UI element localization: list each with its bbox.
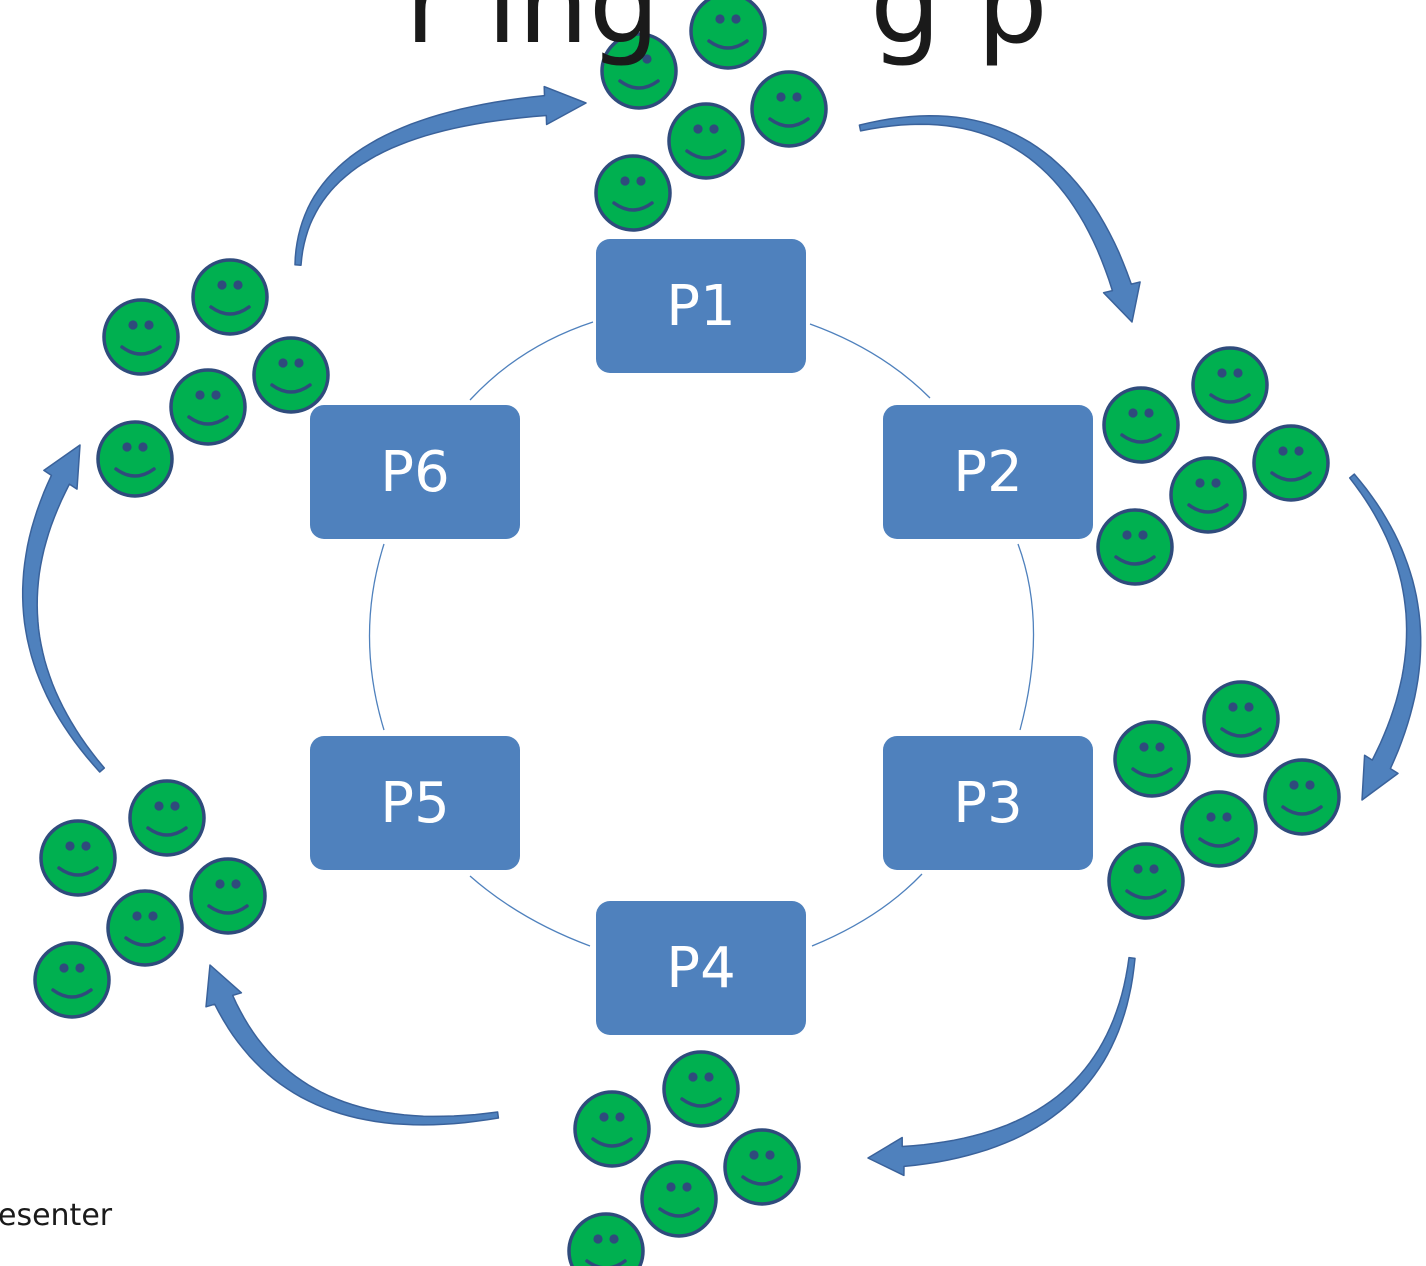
ring-segment	[469, 321, 594, 401]
smiley-face-icon	[1263, 758, 1341, 836]
smiley-face-icon	[1169, 456, 1247, 534]
smiley-face-icon	[1113, 720, 1191, 798]
group-upper-left	[96, 258, 330, 498]
smiley-face-icon	[128, 779, 206, 857]
rotation-arrow	[867, 956, 1136, 1177]
rotation-arrow	[858, 115, 1141, 323]
rotation-arrow	[205, 964, 500, 1126]
smiley-face-icon	[1191, 346, 1269, 424]
group-upper-right	[1096, 346, 1330, 586]
ring-segment	[809, 323, 931, 399]
smiley-face-icon	[33, 941, 111, 1019]
group-lower-right	[1107, 680, 1341, 920]
presenter-box-p5: P5	[310, 736, 520, 870]
rotation-arrow	[1348, 473, 1422, 801]
connection-ring	[368, 321, 1035, 947]
smiley-face-icon	[1180, 790, 1258, 868]
group-bottom	[567, 1050, 801, 1266]
presenter-box-p2: P2	[883, 405, 1093, 539]
ring-segment	[368, 543, 385, 731]
group-lower-left	[33, 779, 267, 1019]
smiley-face-icon	[689, 0, 767, 70]
rotation-arrow	[21, 444, 106, 773]
presenter-box-p6: P6	[310, 405, 520, 539]
title-fragment-left: r ing	[405, 0, 660, 69]
smiley-face-icon	[102, 298, 180, 376]
smiley-face-icon	[573, 1090, 651, 1168]
footnote-text: esenter	[0, 1198, 113, 1233]
presenter-label-p6: P6	[380, 439, 450, 505]
smiley-face-icon	[600, 32, 678, 110]
smiley-face-icon	[169, 368, 247, 446]
smiley-face-icon	[191, 258, 269, 336]
title-fragment-right: g p	[870, 0, 1048, 69]
smiley-face-icon	[1107, 842, 1185, 920]
presenter-box-p1: P1	[596, 239, 806, 373]
presenter-label-p1: P1	[666, 273, 736, 339]
smiley-face-icon	[1096, 508, 1174, 586]
smiley-face-icon	[667, 102, 745, 180]
smiley-face-icon	[252, 336, 330, 414]
presenter-label-p3: P3	[953, 770, 1023, 836]
smiley-face-icon	[1202, 680, 1280, 758]
ring-segment	[811, 873, 923, 947]
presenter-label-p4: P4	[666, 935, 736, 1001]
smiley-face-icon	[640, 1160, 718, 1238]
presenter-box-p4: P4	[596, 901, 806, 1035]
smiley-face-icon	[189, 857, 267, 935]
smiley-face-icon	[1102, 386, 1180, 464]
group-top	[594, 0, 828, 232]
rotation-arrows	[21, 85, 1422, 1177]
smiley-face-icon	[723, 1128, 801, 1206]
smiley-face-icon	[750, 70, 828, 148]
smiley-face-icon	[594, 154, 672, 232]
smiley-face-icon	[567, 1212, 645, 1266]
smiley-face-icon	[106, 889, 184, 967]
presenter-label-p5: P5	[380, 770, 450, 836]
presenter-label-p2: P2	[953, 439, 1023, 505]
smiley-face-icon	[39, 819, 117, 897]
ring-segment	[1017, 543, 1035, 731]
presenter-box-p3: P3	[883, 736, 1093, 870]
rotation-arrow	[294, 85, 587, 266]
ring-segment	[469, 875, 591, 947]
smiley-face-icon	[96, 420, 174, 498]
smiley-face-icon	[1252, 424, 1330, 502]
smiley-face-icon	[662, 1050, 740, 1128]
participant-groups	[33, 0, 1341, 1266]
